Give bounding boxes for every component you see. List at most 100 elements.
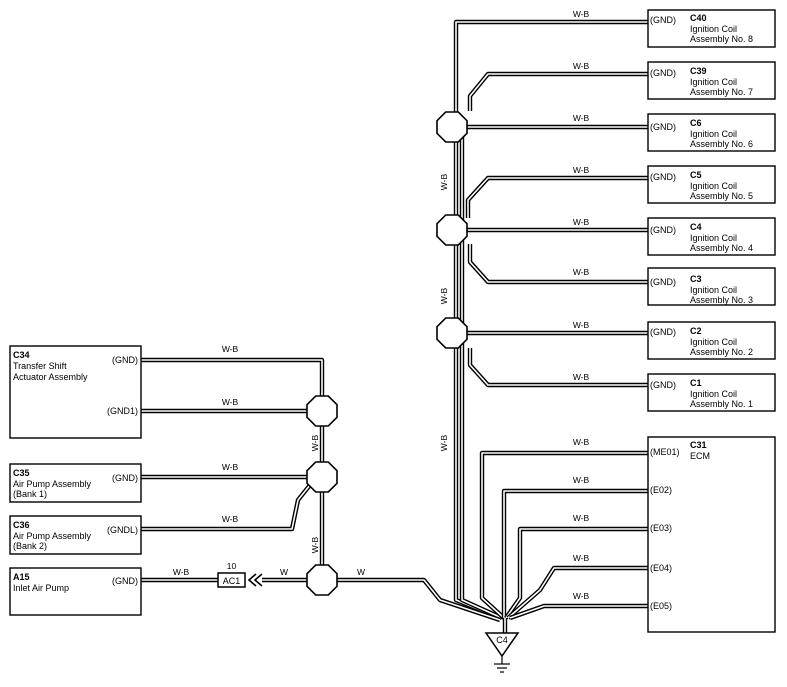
svg-text:Ignition Coil: Ignition Coil	[690, 285, 737, 295]
wire-stripe	[503, 490, 648, 618]
svg-text:Ignition Coil: Ignition Coil	[690, 129, 737, 139]
svg-text:C35: C35	[13, 468, 30, 478]
svg-text:(GND): (GND)	[112, 473, 138, 483]
wire-stripe	[461, 120, 503, 619]
splice-left-3	[306, 564, 338, 596]
svg-text:C5: C5	[690, 170, 702, 180]
svg-text:C2: C2	[690, 326, 702, 336]
svg-text:W: W	[357, 567, 365, 577]
svg-text:W-B: W-B	[310, 434, 320, 451]
svg-text:C39: C39	[690, 66, 707, 76]
svg-text:Assembly No. 3: Assembly No. 3	[690, 295, 753, 305]
component-c1: (GND) C1 Ignition Coil Assembly No. 1	[647, 373, 776, 412]
wire-stripe	[469, 73, 648, 111]
wire-me01	[479, 450, 648, 620]
wire-c5	[465, 175, 648, 218]
wire-c39	[467, 71, 648, 111]
component-c6: (GND) C6 Ignition Coil Assembly No. 6	[647, 113, 776, 152]
wire-stripe	[469, 244, 648, 283]
svg-text:(GND): (GND)	[650, 122, 676, 132]
splice-right-3	[436, 317, 468, 349]
svg-text:(GND): (GND)	[112, 355, 138, 365]
component-c4: (GND) C4 Ignition Coil Assembly No. 4	[647, 217, 776, 256]
component-c39: (GND) C39 Ignition Coil Assembly No. 7	[647, 61, 776, 100]
svg-text:(E05): (E05)	[650, 601, 672, 611]
svg-text:W-B: W-B	[573, 475, 590, 485]
svg-text:A15: A15	[13, 572, 30, 582]
svg-text:(E04): (E04)	[650, 563, 672, 573]
component-a15: A15 Inlet Air Pump (GND)	[9, 567, 142, 616]
splice-right-1	[436, 111, 468, 143]
svg-text:C1: C1	[690, 378, 702, 388]
component-c3: (GND) C3 Ignition Coil Assembly No. 3	[647, 267, 776, 306]
svg-text:C40: C40	[690, 13, 707, 23]
svg-text:W-B: W-B	[222, 514, 239, 524]
svg-text:Assembly No. 6: Assembly No. 6	[690, 139, 753, 149]
svg-text:C36: C36	[13, 520, 30, 530]
svg-text:Transfer Shift: Transfer Shift	[13, 361, 67, 371]
svg-text:(E02): (E02)	[650, 485, 672, 495]
svg-text:Assembly No. 5: Assembly No. 5	[690, 191, 753, 201]
svg-text:Ignition Coil: Ignition Coil	[690, 24, 737, 34]
wire-stripe	[507, 567, 648, 619]
svg-text:Air Pump Assembly: Air Pump Assembly	[13, 531, 92, 541]
splice-right-2	[436, 214, 468, 246]
wire-c3	[467, 244, 648, 285]
svg-text:C31: C31	[690, 440, 707, 450]
component-c34: C34 Transfer Shift Actuator Assembly (GN…	[9, 345, 142, 439]
svg-text:Ignition Coil: Ignition Coil	[690, 233, 737, 243]
wire-c1	[467, 348, 648, 388]
svg-text:W-B: W-B	[573, 513, 590, 523]
splice-points	[306, 111, 468, 596]
wire-e05	[509, 603, 648, 621]
svg-text:(GNDL): (GNDL)	[107, 525, 138, 535]
svg-text:Ignition Coil: Ignition Coil	[690, 181, 737, 191]
svg-text:Ignition Coil: Ignition Coil	[690, 337, 737, 347]
wire-labels: W-B W-B W-B W-B W-B W-B W-B W-B W-B W-B …	[173, 9, 590, 601]
component-c35: C35 Air Pump Assembly (Bank 1) (GND)	[9, 463, 142, 503]
wire-w-to-ground	[336, 577, 501, 623]
svg-text:(GND): (GND)	[650, 327, 676, 337]
svg-text:C4: C4	[690, 222, 702, 232]
svg-text:W-B: W-B	[222, 462, 239, 472]
wire-stripe	[469, 348, 648, 386]
svg-text:W-B: W-B	[573, 9, 590, 19]
junction-connector-ac1: 10 AC1	[217, 561, 263, 588]
svg-text:(GND): (GND)	[650, 277, 676, 287]
svg-text:W-B: W-B	[573, 267, 590, 277]
svg-text:Air Pump Assembly: Air Pump Assembly	[13, 479, 92, 489]
svg-text:(GND): (GND)	[112, 576, 138, 586]
wire-stripe	[467, 177, 648, 218]
svg-text:W-B: W-B	[310, 536, 320, 553]
svg-text:W-B: W-B	[439, 287, 449, 304]
svg-text:(GND): (GND)	[650, 380, 676, 390]
svg-text:W-B: W-B	[573, 217, 590, 227]
svg-text:W-B: W-B	[573, 165, 590, 175]
wire-stripe	[481, 452, 648, 619]
component-c40: (GND) C40 Ignition Coil Assembly No. 8	[647, 9, 776, 48]
svg-text:Ignition Coil: Ignition Coil	[690, 389, 737, 399]
svg-text:Inlet Air Pump: Inlet Air Pump	[13, 583, 69, 593]
svg-text:W-B: W-B	[573, 61, 590, 71]
wire-stripe	[141, 484, 311, 530]
svg-text:Assembly No. 4: Assembly No. 4	[690, 243, 753, 253]
wire-stripe	[505, 528, 648, 619]
svg-text:(ME01): (ME01)	[650, 447, 680, 457]
svg-text:ECM: ECM	[690, 451, 710, 461]
svg-text:Assembly No. 1: Assembly No. 1	[690, 399, 753, 409]
svg-text:W-B: W-B	[573, 591, 590, 601]
wire-stripe	[141, 359, 323, 580]
svg-text:Actuator Assembly: Actuator Assembly	[13, 372, 88, 382]
wires	[141, 19, 648, 633]
wire-stripe	[336, 579, 501, 621]
component-c31-ecm: C31 ECM (ME01) (E02) (E03) (E04) (E05)	[647, 436, 776, 633]
wire-stripe	[509, 605, 648, 619]
svg-text:(Bank 1): (Bank 1)	[13, 489, 47, 499]
svg-text:W-B: W-B	[222, 344, 239, 354]
svg-text:(Bank 2): (Bank 2)	[13, 541, 47, 551]
svg-text:AC1: AC1	[223, 576, 241, 586]
svg-text:C3: C3	[690, 274, 702, 284]
svg-text:Assembly No. 8: Assembly No. 8	[690, 34, 753, 44]
svg-text:W-B: W-B	[222, 397, 239, 407]
svg-text:(E03): (E03)	[650, 523, 672, 533]
